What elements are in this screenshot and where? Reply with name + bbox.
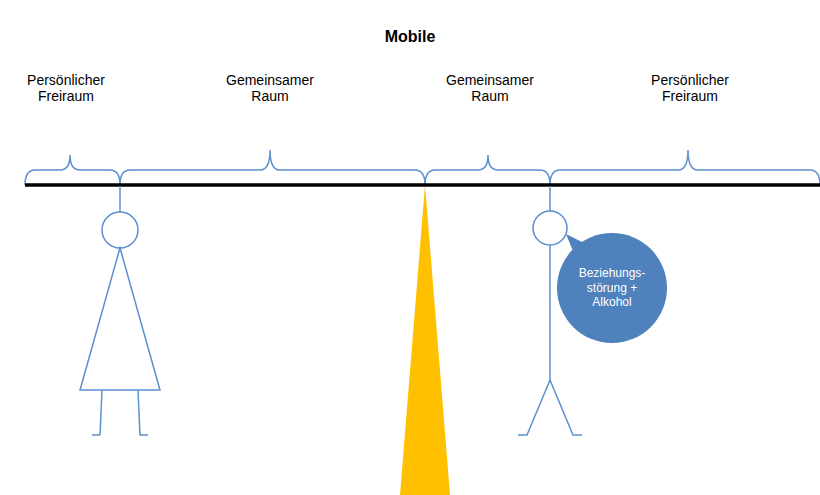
brace: [425, 155, 550, 185]
callout-text-group: Beziehungs- störung + Alkohol: [579, 266, 646, 309]
woman-figure: [80, 186, 160, 435]
braces: [25, 150, 820, 185]
mobile-bar: [25, 183, 820, 187]
callout-text: Beziehungs- störung + Alkohol: [579, 266, 646, 309]
fulcrum: [400, 185, 450, 495]
diagram-title: Mobile: [385, 28, 436, 46]
region-label: Persönlicher Freiraum: [27, 72, 105, 104]
region-label: Gemeinsamer Raum: [226, 72, 314, 104]
brace: [550, 150, 820, 185]
brace: [25, 155, 120, 185]
region-label: Gemeinsamer Raum: [446, 72, 534, 104]
region-label: Persönlicher Freiraum: [651, 72, 729, 104]
callout-circle: Beziehungs- störung + Alkohol: [557, 233, 667, 343]
brace: [120, 150, 425, 185]
